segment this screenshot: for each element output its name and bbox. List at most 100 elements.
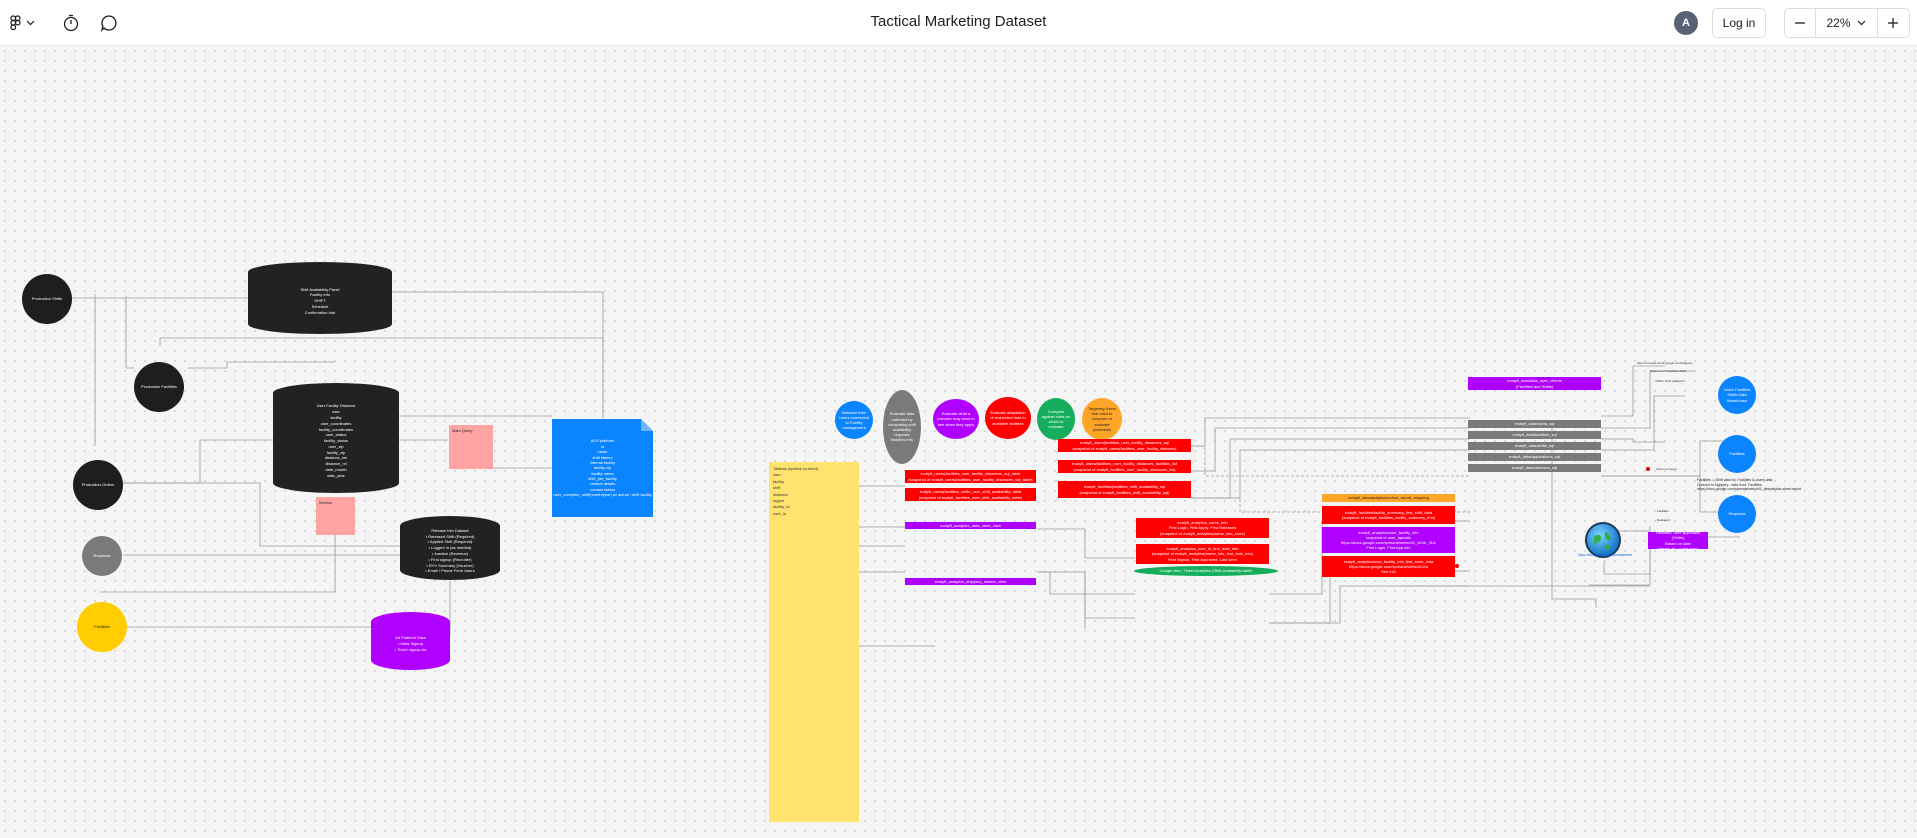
table-bar-purple[interactable]: evalyft_data/data_sync_clients (Faciliti… [1468, 377, 1601, 390]
bar-text: evalyft_analytics_shippery_master_view [934, 578, 1007, 584]
label-text: Owner of report [1656, 466, 1677, 471]
node-production-shifts[interactable]: Production Shifts [22, 274, 72, 324]
note-line: shift [773, 485, 781, 491]
oval-targeting-users[interactable]: Targeting Users that want to compare or … [1082, 398, 1122, 440]
datastore-release-info[interactable]: Release Info Dataset • Released Shift (R… [400, 516, 500, 580]
bar-text: evalyft_analytics/user_facility_info sna… [1341, 529, 1436, 551]
table-bar-orange[interactable]: evalyft_data/analytics/cohort_report_map… [1322, 494, 1455, 502]
oval-evaluate-collected[interactable]: Evaluate data collected by completing sh… [883, 390, 921, 464]
main-menu-button[interactable] [8, 13, 36, 33]
whiteboard-canvas[interactable]: Production Shifts Production Facilities … [0, 46, 1917, 838]
table-bar-purple[interactable]: evalyft_analytics_data_store_view [905, 522, 1036, 529]
label-owner: Owner of report [1656, 466, 1716, 472]
table-bar-gray[interactable]: evalyft_data/releases_sql [1468, 464, 1601, 472]
node-label: Facilities [94, 624, 110, 630]
table-bar-red[interactable]: evalyft_facilities/facility_summary_firs… [1322, 506, 1455, 524]
timer-button[interactable] [60, 12, 82, 34]
table-bar-gray[interactable]: evalyft_data/facilities_sql [1468, 431, 1601, 439]
oval-text: Targeting Users that want to compare or … [1087, 406, 1116, 432]
chevron-down-icon [1857, 20, 1865, 26]
sticky-note-tableau-pipeline[interactable]: Tableau pipeline (current) user facility… [769, 462, 859, 822]
connector-endpoint [1646, 467, 1650, 471]
node-production-orders[interactable]: Production Orders [73, 460, 123, 510]
oval-text: Evaluate adaptation of requested data to… [990, 410, 1026, 426]
table-bar-red[interactable]: evalyft_users(facilities_user_facility_d… [1058, 439, 1191, 452]
node-users-facilities-warehouse[interactable]: Users Facilities Shifts Data Warehouse [1718, 376, 1756, 414]
label-text: https://console.cloud.google.com/bigquer… [1637, 360, 1694, 365]
oval-evaluate-provider[interactable]: Evaluate what a provider may want to see… [933, 399, 979, 439]
label-shifts: Shifts: 'shift analytics' [1656, 378, 1716, 384]
bar-text: evalyft_users(facilities_user_facility_d… [1072, 440, 1177, 451]
document-ads-platform[interactable]: ADS platform id name shift history inter… [552, 419, 653, 517]
zoom-level-dropdown[interactable]: 22% [1815, 9, 1878, 37]
oval-text: Google Ads / Ticket Analytics (Shift-ava… [1159, 568, 1253, 574]
table-bar-gray[interactable]: evalyft_data/applications_sql [1468, 453, 1601, 461]
sticky-note-service[interactable]: Service [316, 497, 355, 535]
oval-google-ads[interactable]: Google Ads / Ticket Analytics (Shift-ava… [1134, 566, 1278, 576]
label-bigquery-link: https://console.cloud.google.com/bigquer… [1637, 360, 1717, 366]
node-label: Production Orders [81, 482, 115, 488]
oval-text: Evaluate data collected by completing sh… [888, 411, 916, 443]
oval-text: Distance from Users connected to Facilit… [839, 409, 870, 431]
node-production-facilities[interactable]: Production Facilities [134, 362, 184, 412]
note-line: user_id [773, 510, 787, 516]
info-text-right: Facilities -> Shift data for: Facilities… [1697, 478, 1897, 498]
node-facilities[interactable]: Facilities [77, 602, 127, 652]
oval-compare-roles[interactable]: Compare against roles on which to evalua… [1037, 398, 1075, 440]
table-bar-gray[interactable]: evalyft_data/users_sql [1468, 420, 1601, 428]
datastore-shift-availability[interactable]: Shift Availability Panel Facility Info S… [248, 262, 392, 334]
node-label: Facilities [1729, 451, 1745, 457]
bar-text: evalyft_facilities(facilities_shift_avai… [1079, 484, 1170, 495]
globe-icon [1594, 532, 1611, 550]
bar-text: evalyft_facilities/facility_summary_firs… [1341, 509, 1436, 520]
info-text: Facilities -> Shift data for: Facilities… [1697, 478, 1802, 492]
avatar[interactable]: A [1674, 11, 1698, 35]
table-bar-purple[interactable]: evalyft_analytics/user_facility_info sna… [1322, 527, 1455, 553]
table-bar-red[interactable]: evalyft_users(facilities_user_facility_d… [905, 470, 1036, 483]
bar-text: evalyft_users(facilities_user_facility_d… [908, 471, 1033, 482]
label-sheet-sync: Sheet sync: 'Facilities Data' [1650, 368, 1710, 374]
datastore-user-facility-distance[interactable]: User Facility Distance user facility use… [273, 383, 399, 493]
note-text: Main Query [452, 428, 473, 433]
oval-text: Evaluate what a provider may want to see… [937, 411, 975, 427]
minus-icon [1795, 22, 1805, 24]
table-bar-red[interactable]: evalyft_analytics/user_facility_info_fir… [1322, 556, 1455, 577]
node-label: Production Facilities [141, 384, 177, 390]
note-line: region [773, 497, 785, 503]
node-facilities-right[interactable]: Facilities [1718, 435, 1756, 473]
comment-button[interactable] [98, 12, 120, 34]
bar-text: evalyft_analytics_data_store_view [940, 522, 1001, 528]
note-text: Service [319, 500, 333, 505]
table-bar-red[interactable]: evalyft_facilities(facilities_shift_avai… [1058, 481, 1191, 498]
globe-caption[interactable]: https://docs.google.com/spreadsheets [1560, 552, 1650, 558]
zoom-out-button[interactable] [1785, 9, 1816, 37]
label-text: Released [1657, 517, 1670, 522]
datastore-label: User Facility Distance user facility use… [316, 403, 356, 478]
note-line: facility_id [773, 504, 790, 510]
oval-text: Compare against roles on which to evalua… [1041, 408, 1071, 430]
globe-image[interactable] [1585, 522, 1621, 558]
node-requests[interactable]: Requests [82, 536, 122, 576]
label-facilities-right: Facilities [1657, 508, 1707, 514]
table-bar-purple[interactable]: Facilities: user applicable (Shifts) Bas… [1648, 532, 1708, 549]
bar-text: evalyft_data/analytics/cohort_report_map… [1348, 495, 1429, 501]
zoom-in-button[interactable] [1877, 9, 1909, 37]
bar-text: evalyft_data/users_sql [1514, 421, 1555, 427]
timer-icon [63, 14, 79, 32]
note-heading: Tableau pipeline (current) [773, 466, 819, 471]
table-bar-purple[interactable]: evalyft_analytics_shippery_master_view [905, 578, 1036, 585]
table-bar-red[interactable]: evalyft_analytics_name_info First Login,… [1136, 518, 1269, 538]
connector-endpoint [1455, 564, 1459, 568]
table-bar-red[interactable]: evalyft_users(facilities_user_facility_d… [1058, 460, 1191, 473]
oval-evaluate-adaptation[interactable]: Evaluate adaptation of requested data to… [985, 397, 1031, 439]
table-bar-red[interactable]: evalyft_users(facilities_shifts_user_shi… [905, 488, 1036, 501]
login-button[interactable]: Log in [1712, 8, 1766, 38]
node-requests-right[interactable]: Requests [1718, 495, 1756, 533]
datastore-ad-platform[interactable]: Ad Platform Data • Meta Signup • Ticket … [371, 612, 450, 670]
sticky-note-main-query[interactable]: Main Query [449, 425, 493, 469]
datastore-label: Ad Platform Data • Meta Signup • Ticket … [394, 635, 427, 652]
table-bar-red[interactable]: evalyft_analytics_user_id_first_date_inf… [1136, 544, 1269, 564]
table-bar-gray[interactable]: evalyft_data/shifts_sql [1468, 442, 1601, 450]
oval-distance-users[interactable]: Distance from Users connected to Facilit… [835, 401, 873, 439]
note-line: user [773, 472, 781, 478]
